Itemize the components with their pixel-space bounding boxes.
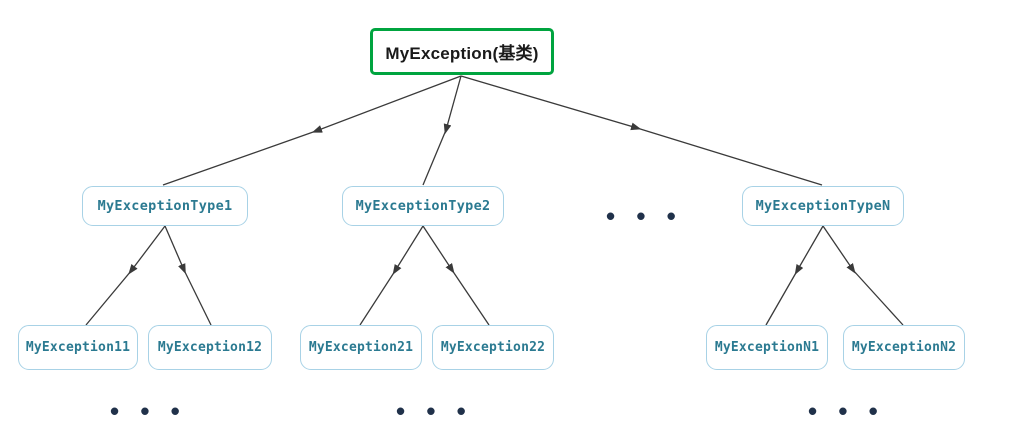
node-myexceptiontype1[interactable]: MyExceptionType1 <box>82 186 248 226</box>
edge-typeN-to-exceptionN1 <box>765 225 824 326</box>
edge-type2-to-exception21 <box>359 225 424 326</box>
node-myexceptiontypen[interactable]: MyExceptionTypeN <box>742 186 904 226</box>
ellipsis-below-typen-children: • • • <box>808 396 885 426</box>
ellipsis-below-type1-children: • • • <box>110 396 187 426</box>
edge-type1-to-exception12 <box>164 225 212 326</box>
node-root-myexception[interactable]: MyException(基类) <box>370 28 554 75</box>
node-myexceptionn2[interactable]: MyExceptionN2 <box>843 325 965 370</box>
node-myexception21[interactable]: MyException21 <box>300 325 422 370</box>
edge-type2-to-exception22 <box>422 225 490 326</box>
node-myexceptiontype2[interactable]: MyExceptionType2 <box>342 186 504 226</box>
ellipsis-between-level2-nodes: • • • <box>606 201 683 231</box>
node-myexceptionn1[interactable]: MyExceptionN1 <box>706 325 828 370</box>
edge-type1-to-exception11 <box>85 225 166 326</box>
edge-typeN-to-exceptionN2 <box>822 225 904 326</box>
edge-root-to-type1 <box>162 75 462 186</box>
node-myexception22[interactable]: MyException22 <box>432 325 554 370</box>
edge-root-to-type2 <box>422 75 462 186</box>
node-myexception11[interactable]: MyException11 <box>18 325 138 370</box>
node-myexception12[interactable]: MyException12 <box>148 325 272 370</box>
edge-root-to-typeN <box>460 75 823 186</box>
ellipsis-below-type2-children: • • • <box>396 396 473 426</box>
